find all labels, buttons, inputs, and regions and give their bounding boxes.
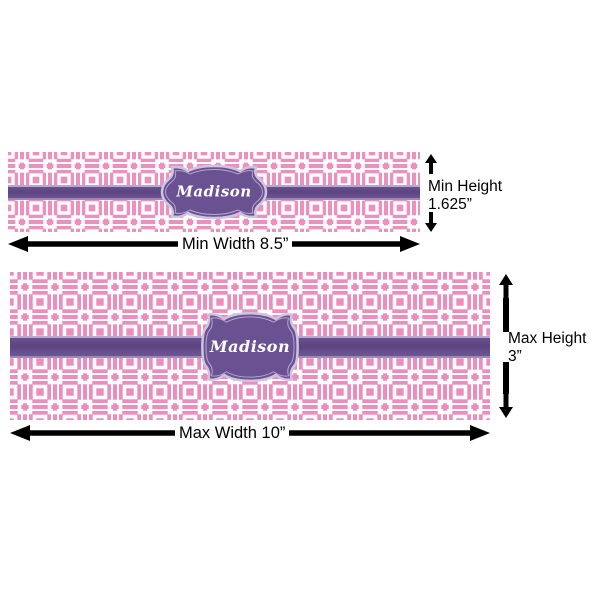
name-plaque-min: Madison [160,164,268,220]
max-height-arrow-down [498,392,514,418]
max-height-arrow-up [498,274,514,300]
min-height-arrow-down [424,212,438,232]
max-height-arrow-shaft-upper [503,298,509,332]
max-height-label-line1: Max Height [508,330,587,347]
max-height-label-line2: 3” [508,348,522,365]
min-height-label-line2: 1.625” [428,196,472,213]
min-height-arrow-up [424,154,438,174]
min-size-banner-preview: Madison [8,152,420,232]
plaque-shape-icon [160,164,268,220]
min-height-label-line1: Min Height [428,178,503,195]
max-height-arrow-shaft-lower [503,362,509,394]
max-width-label: Max Width 10” [175,424,290,443]
max-size-banner-preview: Madison [10,272,490,420]
min-width-label: Min Width 8.5” [178,235,293,254]
name-plaque-max: Madison [201,311,299,383]
plaque-shape-icon [201,312,299,382]
